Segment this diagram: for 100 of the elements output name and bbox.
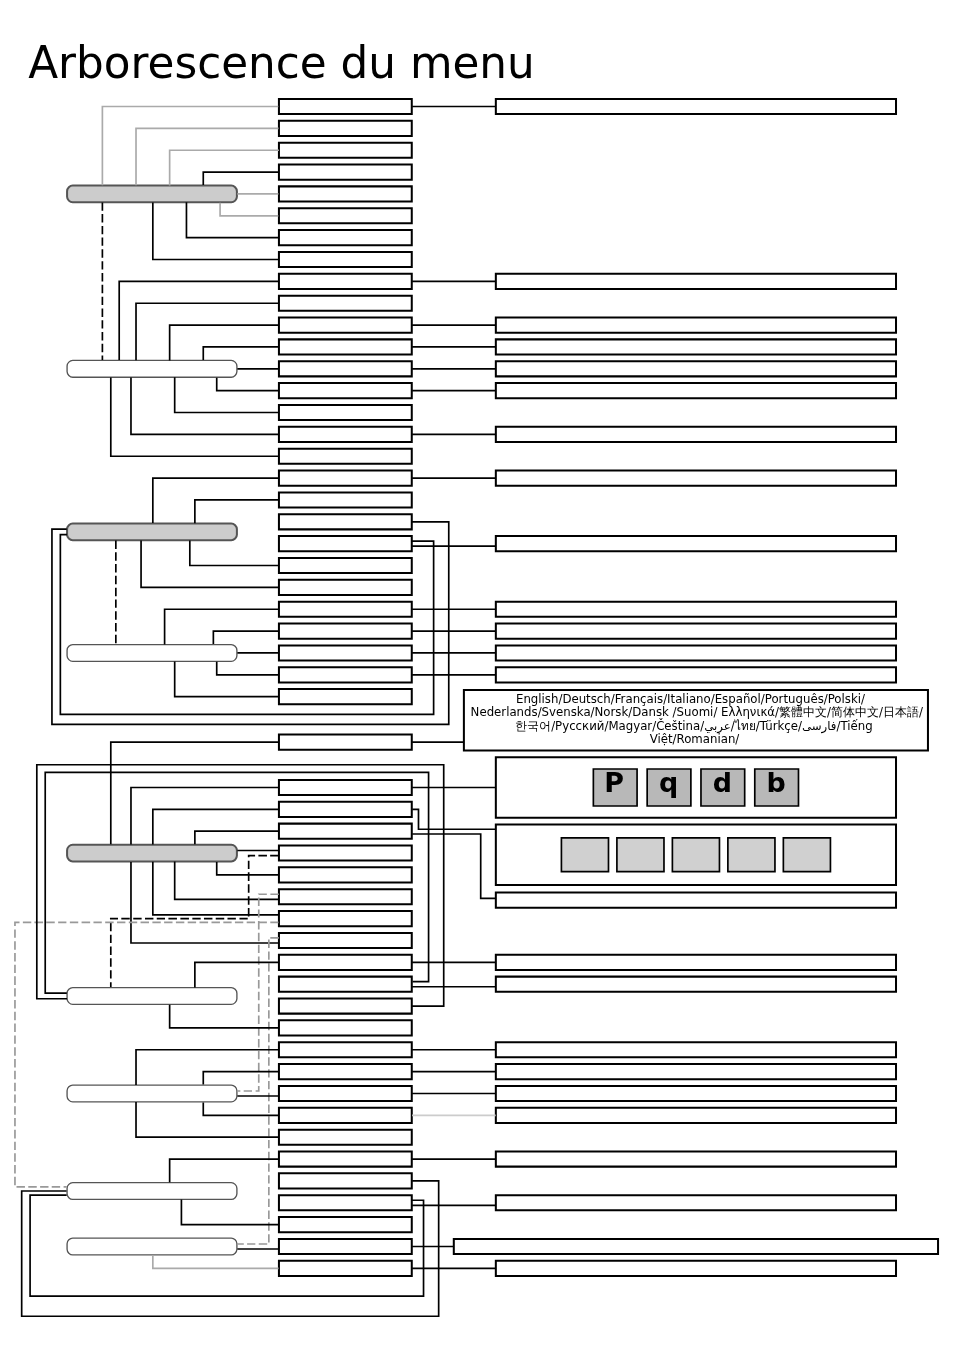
- connector: [101, 201, 104, 361]
- node-box: [277, 733, 413, 751]
- node-box: [494, 1259, 897, 1277]
- connector: [411, 1114, 497, 1116]
- node-box: [494, 891, 897, 909]
- connector: [411, 544, 497, 547]
- connector: [236, 936, 280, 1245]
- node-pill: [66, 359, 238, 378]
- node-box: [277, 687, 413, 705]
- connector: [215, 376, 280, 391]
- connector: [411, 280, 497, 282]
- connector: [185, 201, 280, 238]
- node-box: [277, 909, 413, 927]
- node-box: [277, 512, 413, 530]
- connector: [411, 323, 497, 326]
- connector: [411, 1157, 497, 1160]
- node-box: [494, 359, 897, 377]
- node-box: [277, 1062, 413, 1080]
- node-box: [277, 822, 413, 840]
- connector: [109, 854, 280, 988]
- node-box: [494, 1193, 897, 1211]
- node-box: [277, 1084, 413, 1102]
- connector: [152, 476, 280, 524]
- node-box: [494, 953, 897, 971]
- node-box: [277, 1193, 413, 1211]
- node-pill: [66, 643, 238, 662]
- node-box: [277, 381, 413, 399]
- node-box: [277, 778, 413, 796]
- connector: [163, 607, 280, 645]
- node-box: [277, 1171, 413, 1189]
- connector: [411, 786, 497, 788]
- connector: [411, 1245, 455, 1247]
- connector: [168, 323, 280, 361]
- node-box: [277, 403, 413, 421]
- connector: [59, 533, 435, 715]
- node-box: [277, 800, 413, 818]
- node-box: [277, 469, 413, 487]
- connector: [411, 476, 497, 479]
- connector: [135, 1048, 280, 1086]
- node-box: [277, 141, 413, 159]
- node-box: [277, 887, 413, 905]
- node-box: [494, 1106, 897, 1124]
- connector: [411, 673, 497, 676]
- connector: [411, 1048, 497, 1051]
- connector: [130, 786, 280, 845]
- connector: [152, 860, 280, 916]
- connector: [236, 192, 280, 195]
- connector: [168, 1003, 280, 1029]
- connector: [109, 740, 280, 845]
- connector: [29, 1193, 425, 1297]
- connector: [236, 651, 280, 654]
- node-box: [277, 1128, 413, 1146]
- connector: [411, 651, 497, 654]
- node-pill: [66, 522, 238, 541]
- connector: [202, 345, 280, 361]
- connector: [411, 961, 497, 963]
- connector: [411, 1092, 497, 1094]
- node-pill: [66, 1083, 238, 1103]
- connector: [168, 1157, 280, 1183]
- connector: [101, 105, 280, 186]
- node-box: [277, 975, 413, 993]
- node-box: [494, 1040, 897, 1058]
- node-box: [277, 1259, 413, 1277]
- node-box: [277, 184, 413, 202]
- node-box: [277, 1150, 413, 1168]
- connector: [236, 849, 280, 851]
- node-box: [277, 163, 413, 181]
- node-box: [277, 425, 413, 443]
- connector: [202, 1101, 280, 1116]
- node-box: [494, 622, 897, 640]
- connector: [173, 375, 280, 413]
- node-box: [277, 997, 413, 1015]
- node-box: [494, 337, 897, 355]
- connector: [411, 1267, 497, 1269]
- node-box: [494, 316, 897, 334]
- node-box: [277, 1018, 413, 1036]
- connector: [140, 539, 280, 588]
- connector: [215, 660, 280, 676]
- connector: [194, 829, 280, 845]
- node-box: [494, 600, 897, 618]
- connector: [152, 201, 280, 260]
- connector: [135, 301, 280, 361]
- node-box: [277, 931, 413, 949]
- connector: [189, 539, 280, 566]
- connector: [135, 127, 280, 186]
- connector: [411, 367, 497, 370]
- node-box: [494, 1062, 897, 1080]
- node-box: [277, 578, 413, 596]
- connector: [236, 892, 280, 1092]
- connector: [411, 808, 497, 830]
- connector: [236, 1247, 280, 1250]
- node-box: P q d b: [494, 755, 897, 819]
- node-box: [277, 316, 413, 334]
- node-box: [277, 250, 413, 268]
- node-box: [494, 97, 897, 115]
- connector: [411, 345, 497, 348]
- node-box: [494, 534, 897, 552]
- node-pill: [66, 1181, 238, 1200]
- connector: [411, 1203, 497, 1206]
- node-box: [277, 600, 413, 618]
